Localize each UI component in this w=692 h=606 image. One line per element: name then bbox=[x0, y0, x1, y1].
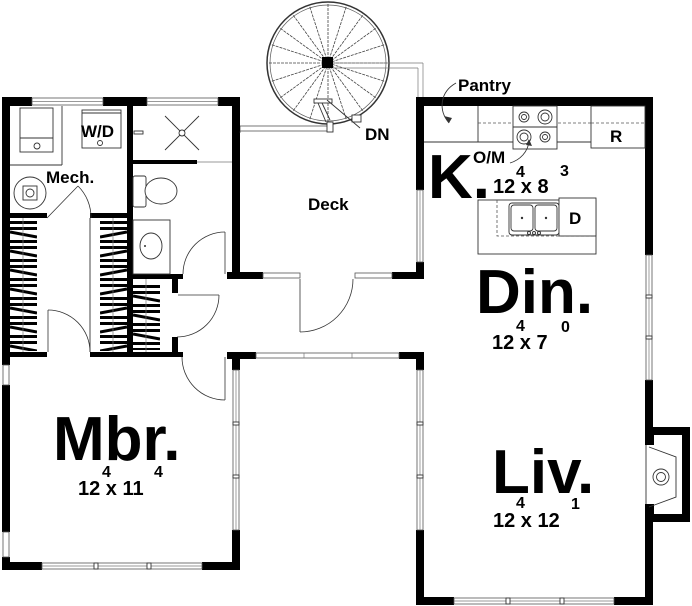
bath-vanity bbox=[132, 219, 171, 275]
bath-fixtures bbox=[132, 115, 241, 275]
door-mech bbox=[46, 185, 92, 219]
window-bedroom-left-top bbox=[2, 364, 10, 386]
kitchen-width-inches: 4 bbox=[516, 164, 525, 181]
door-bath bbox=[182, 231, 226, 275]
master-bedroom-length-inches: 4 bbox=[154, 464, 163, 481]
dishwasher-label: D bbox=[569, 209, 581, 228]
dining-width-inches: 4 bbox=[516, 318, 525, 335]
shower-drain bbox=[164, 115, 200, 151]
mech-room-label: Mech. bbox=[46, 168, 94, 187]
dining-room-name: Din. bbox=[476, 258, 593, 327]
window-deck-left bbox=[262, 272, 301, 279]
master-bedroom-width-inches: 4 bbox=[102, 464, 111, 481]
washer-dryer bbox=[81, 109, 122, 149]
oven-microwave-label: O/M bbox=[473, 148, 505, 167]
dining-dimensions: 12 x 7 bbox=[492, 332, 548, 354]
pantry-arrow bbox=[441, 82, 457, 124]
kitchen-fixtures bbox=[424, 82, 646, 255]
furnace bbox=[19, 107, 54, 153]
living-width-inches: 4 bbox=[516, 495, 525, 512]
toilet bbox=[132, 175, 178, 208]
refrigerator-label: R bbox=[610, 127, 622, 146]
window-deck-right bbox=[354, 272, 393, 279]
fireplace bbox=[645, 427, 690, 522]
door-bedroom bbox=[181, 356, 226, 401]
master-bedroom-name: Mbr. bbox=[53, 405, 180, 474]
master-bedroom-dimensions: 12 x 11 bbox=[78, 478, 144, 500]
door-deck bbox=[299, 278, 354, 333]
window-bath-top bbox=[146, 97, 219, 106]
window-open-area-top bbox=[255, 352, 400, 359]
window-living-left bbox=[416, 369, 424, 531]
doors bbox=[46, 185, 354, 401]
spiral-staircase bbox=[239, 1, 424, 133]
labels: Pantry DN W/D Mech. Deck O/M R D K. 12 x… bbox=[46, 76, 622, 532]
refrigerator bbox=[590, 105, 646, 149]
door-hall-bedroom-closet bbox=[47, 309, 91, 353]
kitchen-dimensions: 12 x 8 bbox=[493, 176, 549, 198]
living-length-inches: 1 bbox=[571, 496, 580, 513]
stair-center-post bbox=[322, 57, 333, 68]
closet-linen bbox=[133, 284, 160, 350]
window-bedroom-right bbox=[232, 369, 240, 531]
kitchen-length-inches: 3 bbox=[560, 163, 569, 180]
closets bbox=[10, 218, 160, 352]
window-bedroom-bottom bbox=[41, 562, 203, 570]
windows bbox=[2, 97, 653, 605]
kitchen-sink bbox=[508, 202, 560, 236]
washer-dryer-label: W/D bbox=[81, 122, 114, 141]
walls bbox=[2, 97, 653, 605]
window-dining-right bbox=[645, 254, 653, 381]
kitchen-island bbox=[477, 197, 597, 255]
stair-railing bbox=[333, 62, 424, 97]
dining-length-inches: 0 bbox=[561, 319, 570, 336]
mechanical-fixtures bbox=[10, 106, 122, 210]
stairs-leader-line bbox=[326, 99, 361, 129]
door-hall bbox=[176, 294, 220, 338]
kitchen-room-name: K. bbox=[428, 143, 490, 212]
range-stove bbox=[512, 105, 558, 150]
water-heater bbox=[13, 176, 47, 210]
closet-hall bbox=[100, 220, 127, 351]
window-bedroom-left-bottom bbox=[2, 531, 10, 558]
window-living-bottom bbox=[453, 597, 615, 605]
deck-label: Deck bbox=[308, 195, 349, 214]
living-dimensions: 12 x 12 bbox=[493, 510, 560, 532]
pantry-label: Pantry bbox=[458, 76, 511, 95]
dishwasher bbox=[558, 197, 597, 237]
closet-left bbox=[10, 220, 37, 351]
stairs-down-label: DN bbox=[365, 125, 390, 144]
window-deck-right-wall bbox=[416, 189, 424, 263]
living-room-name: Liv. bbox=[492, 438, 594, 507]
window-mech-top bbox=[31, 97, 104, 106]
oven-microwave-arrow bbox=[509, 139, 532, 164]
